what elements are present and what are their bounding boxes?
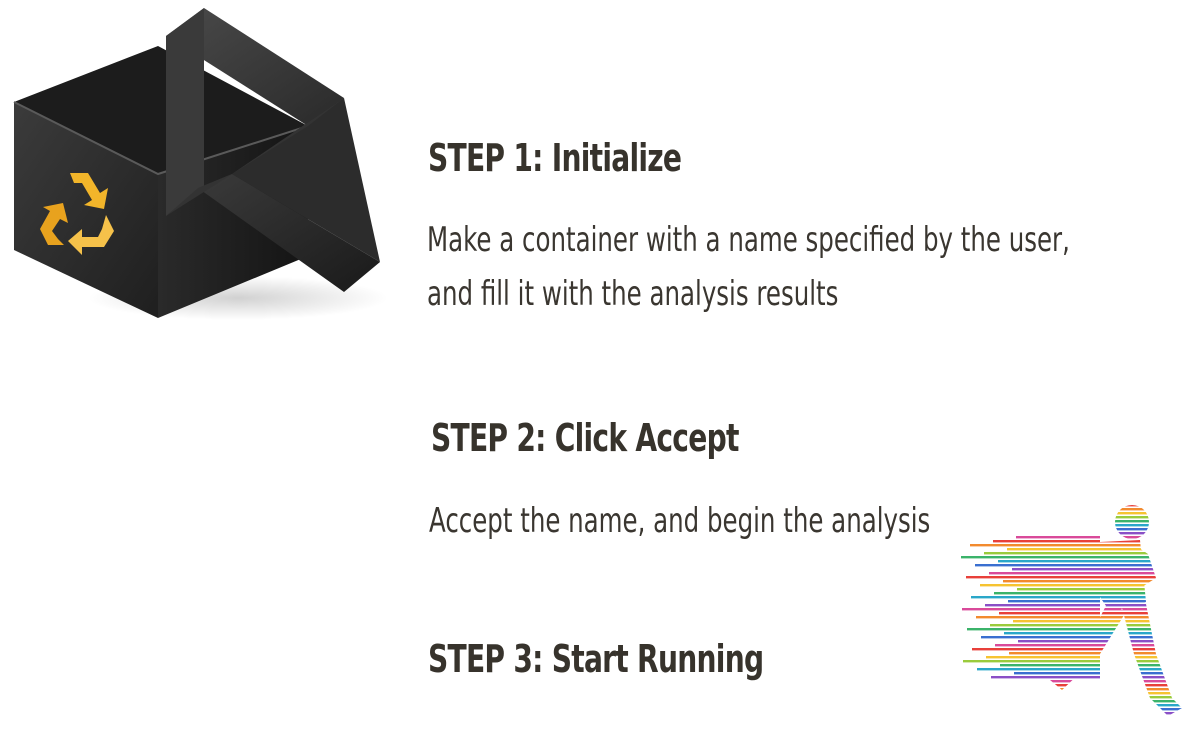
runner-stripe (975, 564, 1182, 567)
step-2-title: STEP 2: Click Accept (431, 416, 739, 460)
runner-stripe (970, 544, 1182, 547)
runner-stripe (1002, 528, 1182, 531)
runner-stripe (996, 696, 1182, 699)
runner-stripe (1017, 588, 1182, 591)
runner-stripe (1010, 704, 1182, 707)
runner-stripe (973, 700, 1182, 703)
runner-stripe (1005, 684, 1182, 687)
runner-stripe (1000, 664, 1182, 667)
runner-stripe (971, 596, 1182, 599)
runner-stripe (977, 668, 1182, 671)
runner-stripe (989, 572, 1182, 575)
runner-stripe (980, 584, 1182, 587)
runner-stripe (1003, 580, 1182, 583)
runner-stripe (1008, 600, 1182, 603)
runner-stripe (986, 656, 1182, 659)
runner-stripe (972, 648, 1182, 651)
step-2-description-line-1: Accept the name, and begin the analysis (429, 501, 931, 541)
runner-stripe (967, 628, 1182, 631)
runner-stripe (963, 660, 1182, 663)
step-2-description: Accept the name, and begin the analysis (429, 494, 930, 548)
runner-stripe (1014, 672, 1182, 675)
step-3-title: STEP 3: Start Running (428, 637, 764, 681)
runner-stripe (1001, 716, 1195, 718)
runner-stripe (991, 676, 1182, 679)
runner-stripe (1011, 516, 1182, 519)
runner-stripe (988, 520, 1182, 523)
runner-stripe (974, 512, 1182, 515)
runner-stripe (968, 680, 1182, 683)
step-1-description-line-2: and fill it with the analysis results (427, 274, 839, 314)
runner-stripe (978, 720, 1195, 722)
runner-stripe (960, 505, 1182, 507)
runner-stripe (999, 612, 1182, 615)
runner-stripe (990, 624, 1182, 627)
runner-stripe (965, 524, 1182, 527)
runner-stripe (1004, 632, 1182, 635)
runner-stripe (962, 608, 1182, 611)
runner-illustration (960, 505, 1195, 722)
runner-stripe (1007, 548, 1182, 551)
runner-stripe (993, 540, 1182, 543)
runner-stripe (964, 712, 1182, 715)
runner-stripe (1018, 640, 1182, 643)
step-1-description-line-1: Make a container with a name specified b… (427, 220, 1070, 260)
runner-stripe (1016, 536, 1182, 539)
runner-stripe (1012, 568, 1182, 571)
runner-stripe (979, 532, 1182, 535)
runner-stripe (982, 688, 1182, 691)
runner-stripe (1013, 620, 1182, 623)
step-1-description: Make a container with a name specified b… (427, 213, 1070, 321)
runner-stripe (995, 644, 1182, 647)
runner-stripe (985, 604, 1182, 607)
open-box-illustration (13, 8, 388, 320)
runner-stripe (987, 708, 1182, 711)
runner-stripe (1019, 692, 1182, 695)
runner-stripe (976, 616, 1182, 619)
runner-stripe (966, 576, 1182, 579)
runner-stripe (994, 592, 1182, 595)
runner-stripe (984, 552, 1182, 555)
step-1-title: STEP 1: Initialize (428, 136, 682, 180)
runner-stripe (997, 508, 1182, 511)
runner-stripe (998, 560, 1182, 563)
runner-stripe (1009, 652, 1182, 655)
recycle-icon (40, 173, 114, 255)
runner-stripe (961, 556, 1182, 559)
runner-stripe (981, 636, 1182, 639)
